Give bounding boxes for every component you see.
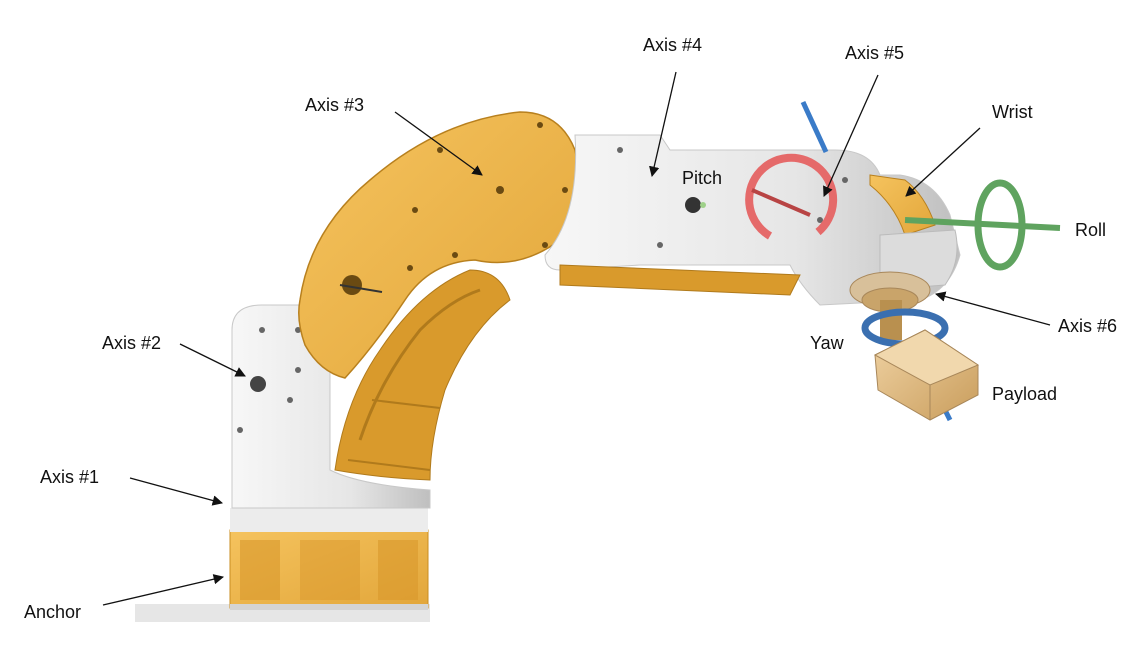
anchor-base — [229, 508, 429, 610]
leader-axis5 — [823, 74, 879, 197]
payload-cube — [873, 329, 980, 421]
leader-wrist — [905, 127, 981, 197]
wrist-block — [849, 229, 958, 340]
roll-ring — [904, 179, 1061, 271]
label-yaw: Yaw — [810, 333, 844, 353]
leader-axis1 — [129, 477, 224, 506]
pitch-ring — [745, 153, 838, 240]
label-axis-6: Axis #6 — [1058, 316, 1118, 336]
leader-axis6 — [934, 291, 1051, 326]
label-axis-4: Axis #4 — [643, 35, 703, 55]
pitch-axis-line — [800, 100, 829, 154]
leader-axis4 — [649, 71, 677, 178]
label-payload: Payload — [992, 384, 1058, 404]
label-axis-2: Axis #2 — [102, 333, 162, 353]
lower-arm-channel — [334, 269, 511, 481]
shoulder-tower — [231, 304, 431, 509]
label-axis-5: Axis #5 — [845, 43, 905, 63]
leader-lines — [102, 71, 1051, 606]
label-roll: Roll — [1075, 220, 1107, 240]
leader-axis2 — [179, 343, 246, 377]
label-anchor: Anchor — [24, 602, 82, 622]
label-axis-1: Axis #1 — [40, 467, 100, 487]
label-pitch: Pitch — [682, 168, 723, 188]
label-axis-3: Axis #3 — [305, 95, 365, 115]
label-wrist: Wrist — [992, 102, 1033, 122]
leader-axis3 — [394, 111, 483, 176]
leader-anchor — [102, 574, 225, 606]
